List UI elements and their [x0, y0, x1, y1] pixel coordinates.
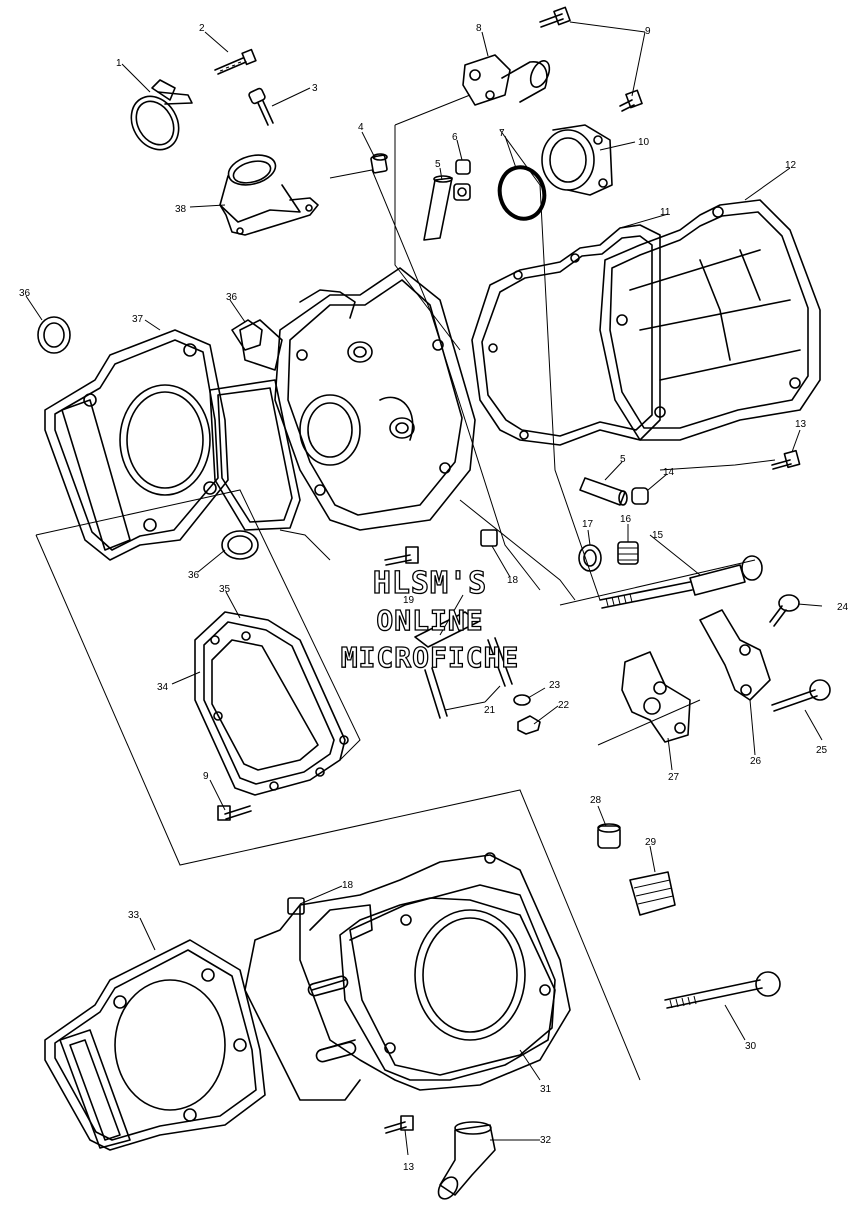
bolt-9-right: [619, 89, 643, 112]
cylinder-head: [239, 267, 476, 531]
callout-14: 14: [663, 467, 675, 478]
studs-21: [424, 637, 513, 719]
callout-34: 34: [157, 682, 169, 693]
water-outlet-8: [462, 54, 551, 106]
callout-9-top: 9: [645, 26, 651, 37]
dowel-18-top: [480, 529, 498, 547]
callout-25: 25: [816, 745, 828, 756]
callout-13-bottom: 13: [403, 1162, 415, 1173]
callout-30: 30: [745, 1041, 757, 1052]
cap-14: [631, 487, 649, 505]
cylinder-block: [244, 852, 571, 1101]
callout-12: 12: [785, 160, 797, 171]
watermark-line-2: ONLINE: [376, 604, 483, 637]
spring-16: [617, 541, 639, 565]
callout-31: 31: [540, 1084, 552, 1095]
callout-35: 35: [219, 584, 231, 595]
valve-cover: [599, 199, 821, 441]
bolt-3: [248, 87, 274, 126]
bracket-26: [699, 609, 771, 701]
dowel-28: [597, 823, 621, 849]
callout-29: 29: [645, 837, 657, 848]
callout-10: 10: [638, 137, 650, 148]
bolt-9-bottom: [217, 805, 252, 821]
side-cover-34: [194, 611, 349, 796]
intake-boot: [219, 154, 319, 236]
washer-23: [513, 694, 531, 706]
callout-24: 24: [837, 602, 849, 613]
callout-1: 1: [116, 58, 122, 69]
o-ring-7: [497, 165, 547, 221]
bolt-2: [214, 48, 257, 75]
seal-36-left: [37, 316, 71, 354]
bolt-25: [771, 679, 831, 712]
valve-cover-gasket: [471, 224, 661, 446]
seal-36-bottom: [221, 530, 259, 560]
callout-17: 17: [582, 519, 594, 530]
callout-18-top: 18: [507, 575, 519, 586]
water-elbow-32: [437, 1121, 496, 1200]
valve-seal-6: [453, 159, 471, 201]
seal-36-center: [231, 319, 263, 351]
dowel-4: [370, 153, 388, 174]
callout-3: 3: [312, 83, 318, 94]
callout-23: 23: [549, 680, 561, 691]
callout-36-bottom: 36: [188, 570, 200, 581]
callout-36-center: 36: [226, 292, 238, 303]
callout-27: 27: [668, 772, 680, 783]
callout-labels: 1 2 3 4 5 5 6 7 8 9 9 10 11 12 13 13 14 …: [19, 23, 849, 1173]
nut-22: [517, 715, 541, 735]
callout-36-left: 36: [19, 288, 31, 299]
leader-lines: [25, 21, 823, 1156]
fitting-29: [629, 871, 676, 916]
head-gasket: [44, 329, 229, 561]
callout-2: 2: [199, 23, 205, 34]
bolt-15: [599, 555, 763, 609]
callout-32: 32: [540, 1135, 552, 1146]
callout-26: 26: [750, 756, 762, 767]
watermark-line-1: HLSM'S: [373, 566, 487, 601]
base-gasket-33: [44, 939, 266, 1151]
callout-21: 21: [484, 705, 496, 716]
callout-4: 4: [358, 122, 364, 133]
callout-16: 16: [620, 514, 632, 525]
callout-28: 28: [590, 795, 602, 806]
watermark: HLSM'S ONLINE MICROFICHE: [340, 565, 520, 674]
hose-clamp: [130, 79, 193, 151]
valve-guide-5: [423, 175, 453, 241]
dowel-18-bottom: [287, 897, 305, 915]
washer-17: [578, 544, 602, 572]
callout-11: 11: [660, 207, 671, 218]
callout-19: 19: [403, 595, 415, 606]
bolt-24: [769, 594, 800, 627]
callout-13-top: 13: [795, 419, 807, 430]
callout-15: 15: [652, 530, 664, 541]
valve-guide-5-right: [579, 477, 628, 506]
head-gasket-rear: [209, 379, 301, 531]
callout-6: 6: [452, 132, 458, 143]
thermostat-housing-10: [541, 124, 613, 196]
callout-22: 22: [558, 700, 570, 711]
callout-38: 38: [175, 204, 187, 215]
assembly-guide-lines: [35, 94, 776, 1081]
callout-5-top: 5: [435, 159, 441, 170]
bolt-13-bottom: [384, 1115, 414, 1134]
callout-37: 37: [132, 314, 144, 325]
callout-7: 7: [499, 128, 505, 139]
base-gasket-31: [339, 897, 556, 1081]
callout-9-bottom: 9: [203, 771, 209, 782]
bolt-30: [664, 971, 781, 1009]
bracket-27: [621, 651, 691, 743]
callout-8: 8: [476, 23, 482, 34]
callout-18-bottom: 18: [342, 880, 354, 891]
watermark-line-3: MICROFICHE: [341, 641, 520, 674]
bolt-19-upper: [384, 546, 419, 566]
callout-33: 33: [128, 910, 140, 921]
bolt-13-top: [771, 449, 801, 470]
bolt-9-top: [539, 6, 571, 28]
callout-5-right: 5: [620, 454, 626, 465]
